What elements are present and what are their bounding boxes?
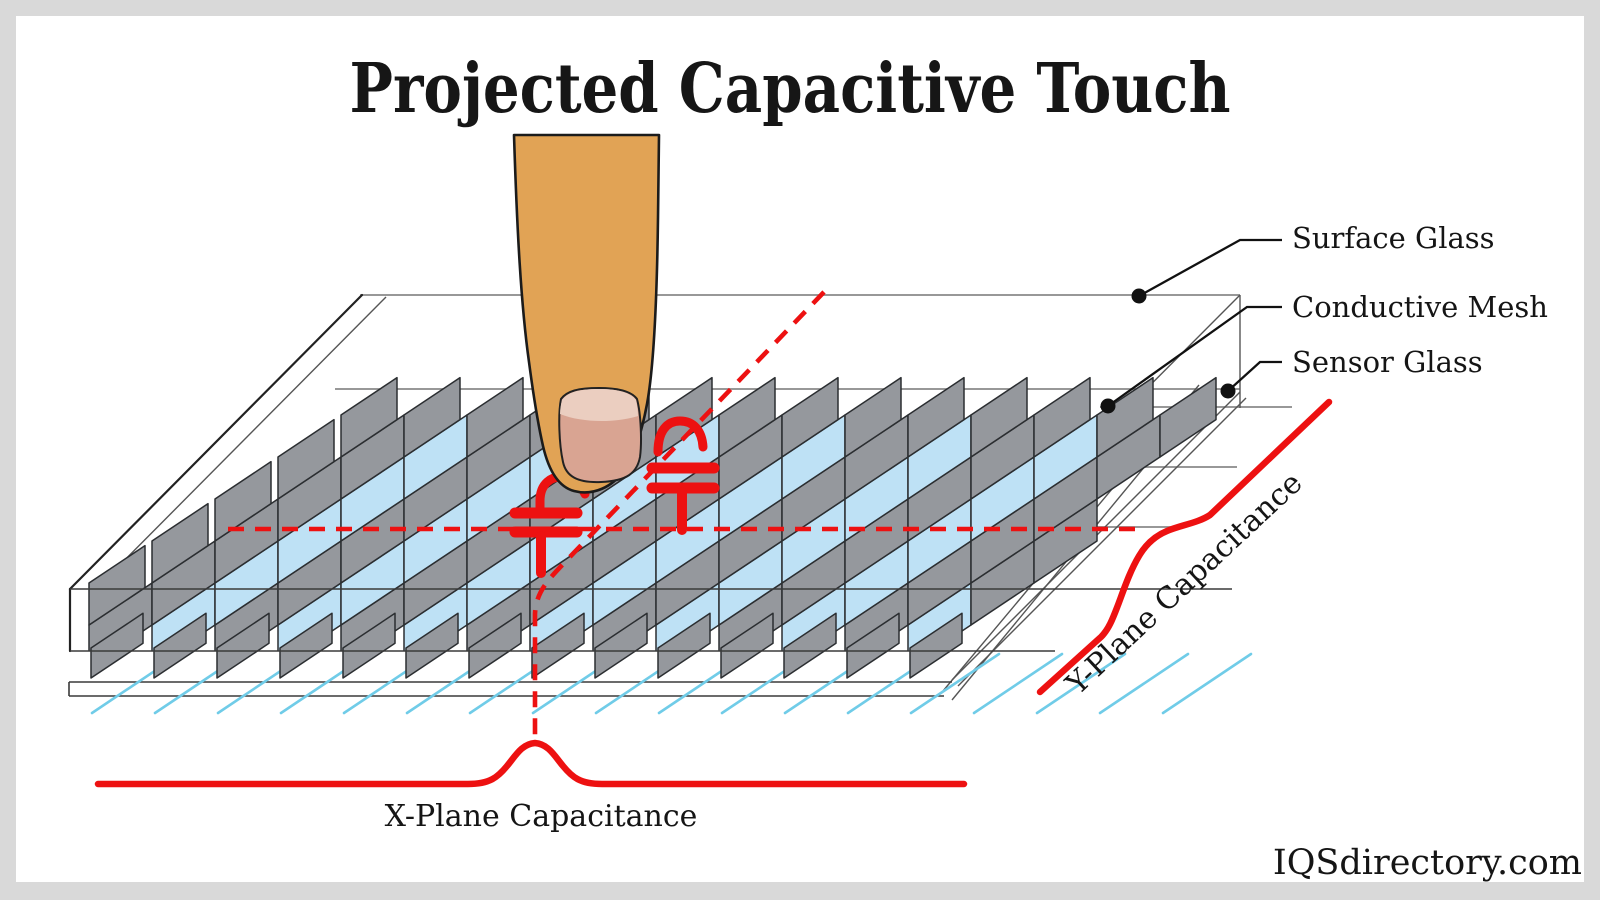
mesh-cell [1159,376,1217,458]
mesh-cell [88,544,146,626]
mesh-fin [657,612,711,679]
mesh-fin [783,612,837,679]
mesh-cell [844,376,902,458]
capacitor-left [509,507,583,578]
mesh-sheet-left-diagonal [93,296,387,592]
callout-conductive-mesh: Conductive Mesh [1292,290,1548,324]
mesh-cell [151,502,209,584]
mesh-cell [718,376,776,458]
mesh-cell [781,376,839,458]
callout-leaders [1100,238,1282,414]
sensor-glass-dot [1220,383,1236,399]
conductive-mesh-bottom-fins [90,612,963,679]
finger-graphic [512,133,661,494]
mesh-fin [846,612,900,679]
mesh-fin [405,612,459,679]
capacitor-right-arc [653,416,708,457]
callout-surface-glass: Surface Glass [1292,221,1495,255]
surface-glass-leader [1138,238,1282,298]
mesh-fin [909,612,963,679]
sensor-glass-sheet [68,681,952,697]
mesh-cell [214,460,272,542]
hatch-line [972,652,1064,715]
mesh-cell [1033,376,1091,458]
mesh-fin [468,612,522,679]
mesh-cell [970,376,1028,458]
right-diagonal-d [957,397,1247,687]
mesh-fin [90,612,144,679]
mesh-fin [216,612,270,679]
mesh-fin [279,612,333,679]
mesh-fin [594,612,648,679]
x-plane-capacitance-curve [94,739,968,788]
hatch-line [1161,652,1253,715]
mesh-cell [1096,376,1154,458]
x-column-dashed-line [532,290,826,742]
conductive-mesh-dot [1100,398,1116,414]
hatch-line [909,652,1001,715]
mesh-cell [907,376,965,458]
x-plane-label: X-Plane Capacitance [385,799,698,834]
crosshair-dashed-lines [228,290,1143,742]
surface-glass-dot [1131,288,1147,304]
y-plane-capacitance-curve [1036,398,1333,696]
sensor-glass-leader [1227,360,1282,392]
conductive-mesh-leader [1107,305,1282,407]
mesh-fin [342,612,396,679]
capacitor-right [646,416,720,535]
mesh-cell [403,376,461,458]
mesh-cell [340,376,398,458]
mesh-fin [531,612,585,679]
hatch-line [1035,652,1127,715]
page-title: Projected Capacitive Touch [350,48,1231,128]
hatch-line [1098,652,1190,715]
callout-sensor-glass: Sensor Glass [1292,345,1483,379]
mesh-cell [466,376,524,458]
mesh-fin [153,612,207,679]
watermark: IQSdirectory.com [1273,843,1582,883]
mesh-fin [720,612,774,679]
surface-glass-left-edge [68,293,364,591]
surface-glass-front-edges [70,588,1232,652]
mesh-cell [277,418,335,500]
fingernail-highlight [560,389,638,422]
